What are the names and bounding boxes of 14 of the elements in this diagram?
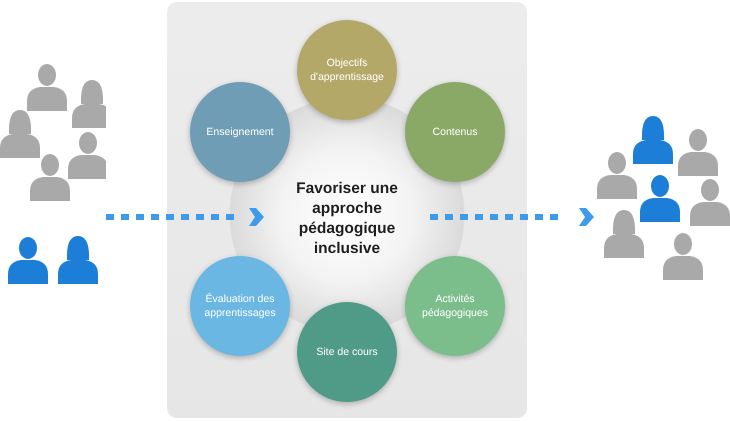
topic-circle: [190, 82, 290, 182]
topic-circle: [297, 20, 397, 120]
topic-circle: [405, 256, 505, 356]
topic-circle: [297, 302, 397, 402]
topic-label: Activités pédagogiques: [421, 292, 489, 320]
topic-circle: [405, 82, 505, 182]
topic-label: Site de cours: [315, 344, 379, 360]
topic-label: Contenus: [432, 124, 478, 140]
topic-label: Objectifs d'apprentissage: [309, 56, 385, 84]
topic-label: Évaluation des apprentissages: [203, 292, 277, 320]
panel-background: [167, 2, 527, 418]
center-title: Favoriser une approche pédagogique inclusive: [264, 184, 430, 254]
topic-label: Enseignement: [205, 124, 275, 140]
topic-circle: [190, 256, 290, 356]
